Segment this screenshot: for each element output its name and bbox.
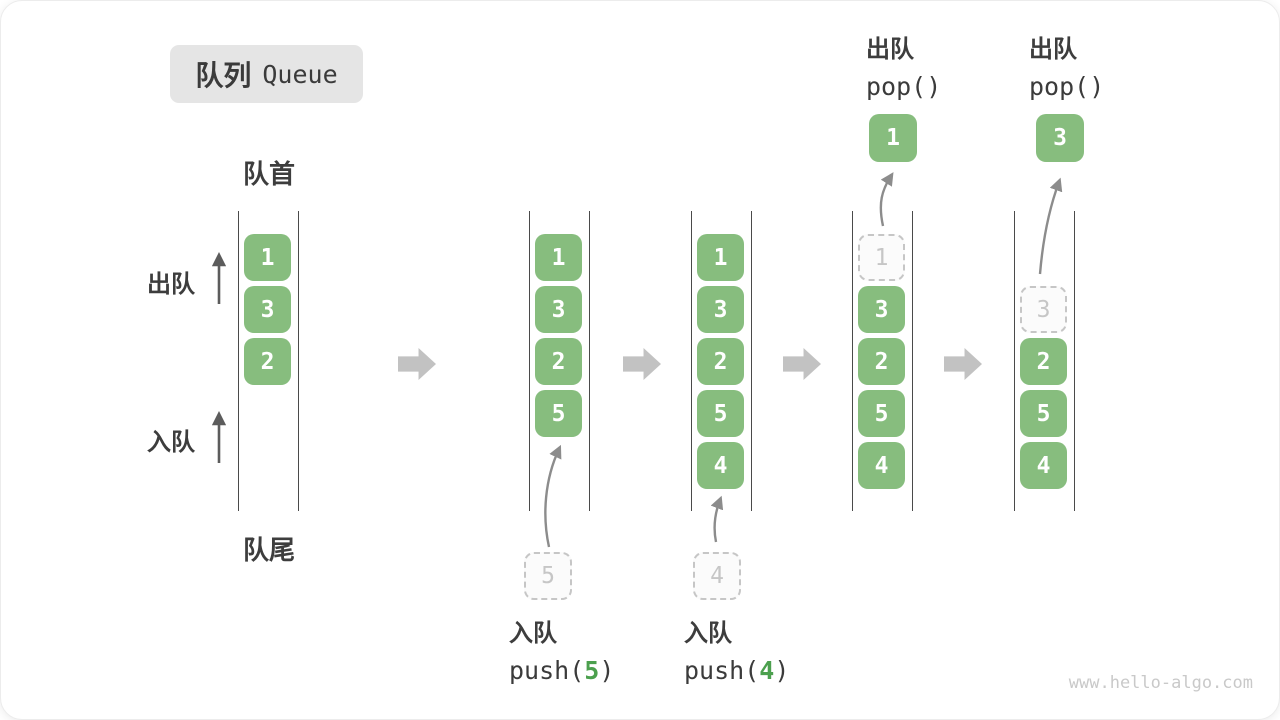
queue-element: 3 — [535, 286, 582, 333]
queue-state-2: 1 3 2 5 — [529, 211, 590, 511]
code-pre: push( — [684, 656, 760, 685]
code-arg: 5 — [584, 656, 600, 685]
queue-element: 3 — [697, 286, 744, 333]
flow-arrow-icon — [783, 348, 821, 380]
queue-element: 2 — [1020, 338, 1067, 385]
queue-element: 5 — [535, 390, 582, 437]
title-badge: 队列 Queue — [170, 45, 363, 103]
queue-element: 2 — [697, 338, 744, 385]
watermark: www.hello-algo.com — [1068, 673, 1253, 693]
queue-element: 3 — [244, 286, 291, 333]
queue-element: 2 — [244, 338, 291, 385]
pop1-code-label: pop() — [866, 72, 942, 101]
dequeue-action-label: 出队 — [1029, 36, 1077, 63]
push5-code-label: push(5) — [509, 656, 614, 685]
queue-element: 5 — [697, 390, 744, 437]
queue-element: 5 — [858, 390, 905, 437]
code-post: ) — [599, 656, 615, 685]
queue-element-ghost: 3 — [1020, 286, 1067, 333]
popped-element: 1 — [869, 114, 917, 162]
queue-element: 1 — [535, 234, 582, 281]
queue-element: 5 — [1020, 390, 1067, 437]
queue-element-ghost: 1 — [858, 234, 905, 281]
queue-element: 3 — [858, 286, 905, 333]
queue-element: 2 — [858, 338, 905, 385]
flow-arrow-icon — [623, 348, 661, 380]
dequeue-action-label: 出队 — [866, 36, 914, 63]
title-en-label: Queue — [262, 59, 338, 89]
queue-element: 2 — [535, 338, 582, 385]
queue-state-5: 3 2 5 4 — [1014, 211, 1075, 511]
staged-element: 4 — [693, 552, 741, 600]
enqueue-action-label: 入队 — [684, 620, 732, 647]
queue-state-4: 1 3 2 5 4 — [852, 211, 913, 511]
staged-element: 5 — [524, 552, 572, 600]
queue-state-3: 1 3 2 5 4 — [691, 211, 752, 511]
flow-arrow-icon — [398, 348, 436, 380]
queue-element: 4 — [858, 442, 905, 489]
queue-element: 1 — [697, 234, 744, 281]
flow-arrow-icon — [944, 348, 982, 380]
queue-state-1: 1 3 2 — [238, 211, 299, 511]
dequeue-side-label: 出队 — [147, 271, 195, 298]
queue-element: 1 — [244, 234, 291, 281]
popped-element: 3 — [1036, 114, 1084, 162]
code-arg: 4 — [759, 656, 775, 685]
push4-operation-label: 入队 push(4) — [684, 613, 789, 685]
push4-code-label: push(4) — [684, 656, 789, 685]
code-pre: push( — [509, 656, 585, 685]
enqueue-side-label: 入队 — [147, 429, 195, 456]
queue-front-label: 队首 — [242, 159, 295, 189]
title-zh-label: 队列 — [195, 60, 252, 91]
queue-rear-label: 队尾 — [242, 535, 295, 565]
pop3-code-label: pop() — [1029, 72, 1105, 101]
pop1-operation-label: 出队 pop() — [866, 29, 941, 101]
queue-element: 4 — [1020, 442, 1067, 489]
push5-operation-label: 入队 push(5) — [509, 613, 614, 685]
pop3-operation-label: 出队 pop() — [1029, 29, 1104, 101]
queue-element: 4 — [697, 442, 744, 489]
code-post: ) — [774, 656, 790, 685]
enqueue-action-label: 入队 — [509, 620, 557, 647]
